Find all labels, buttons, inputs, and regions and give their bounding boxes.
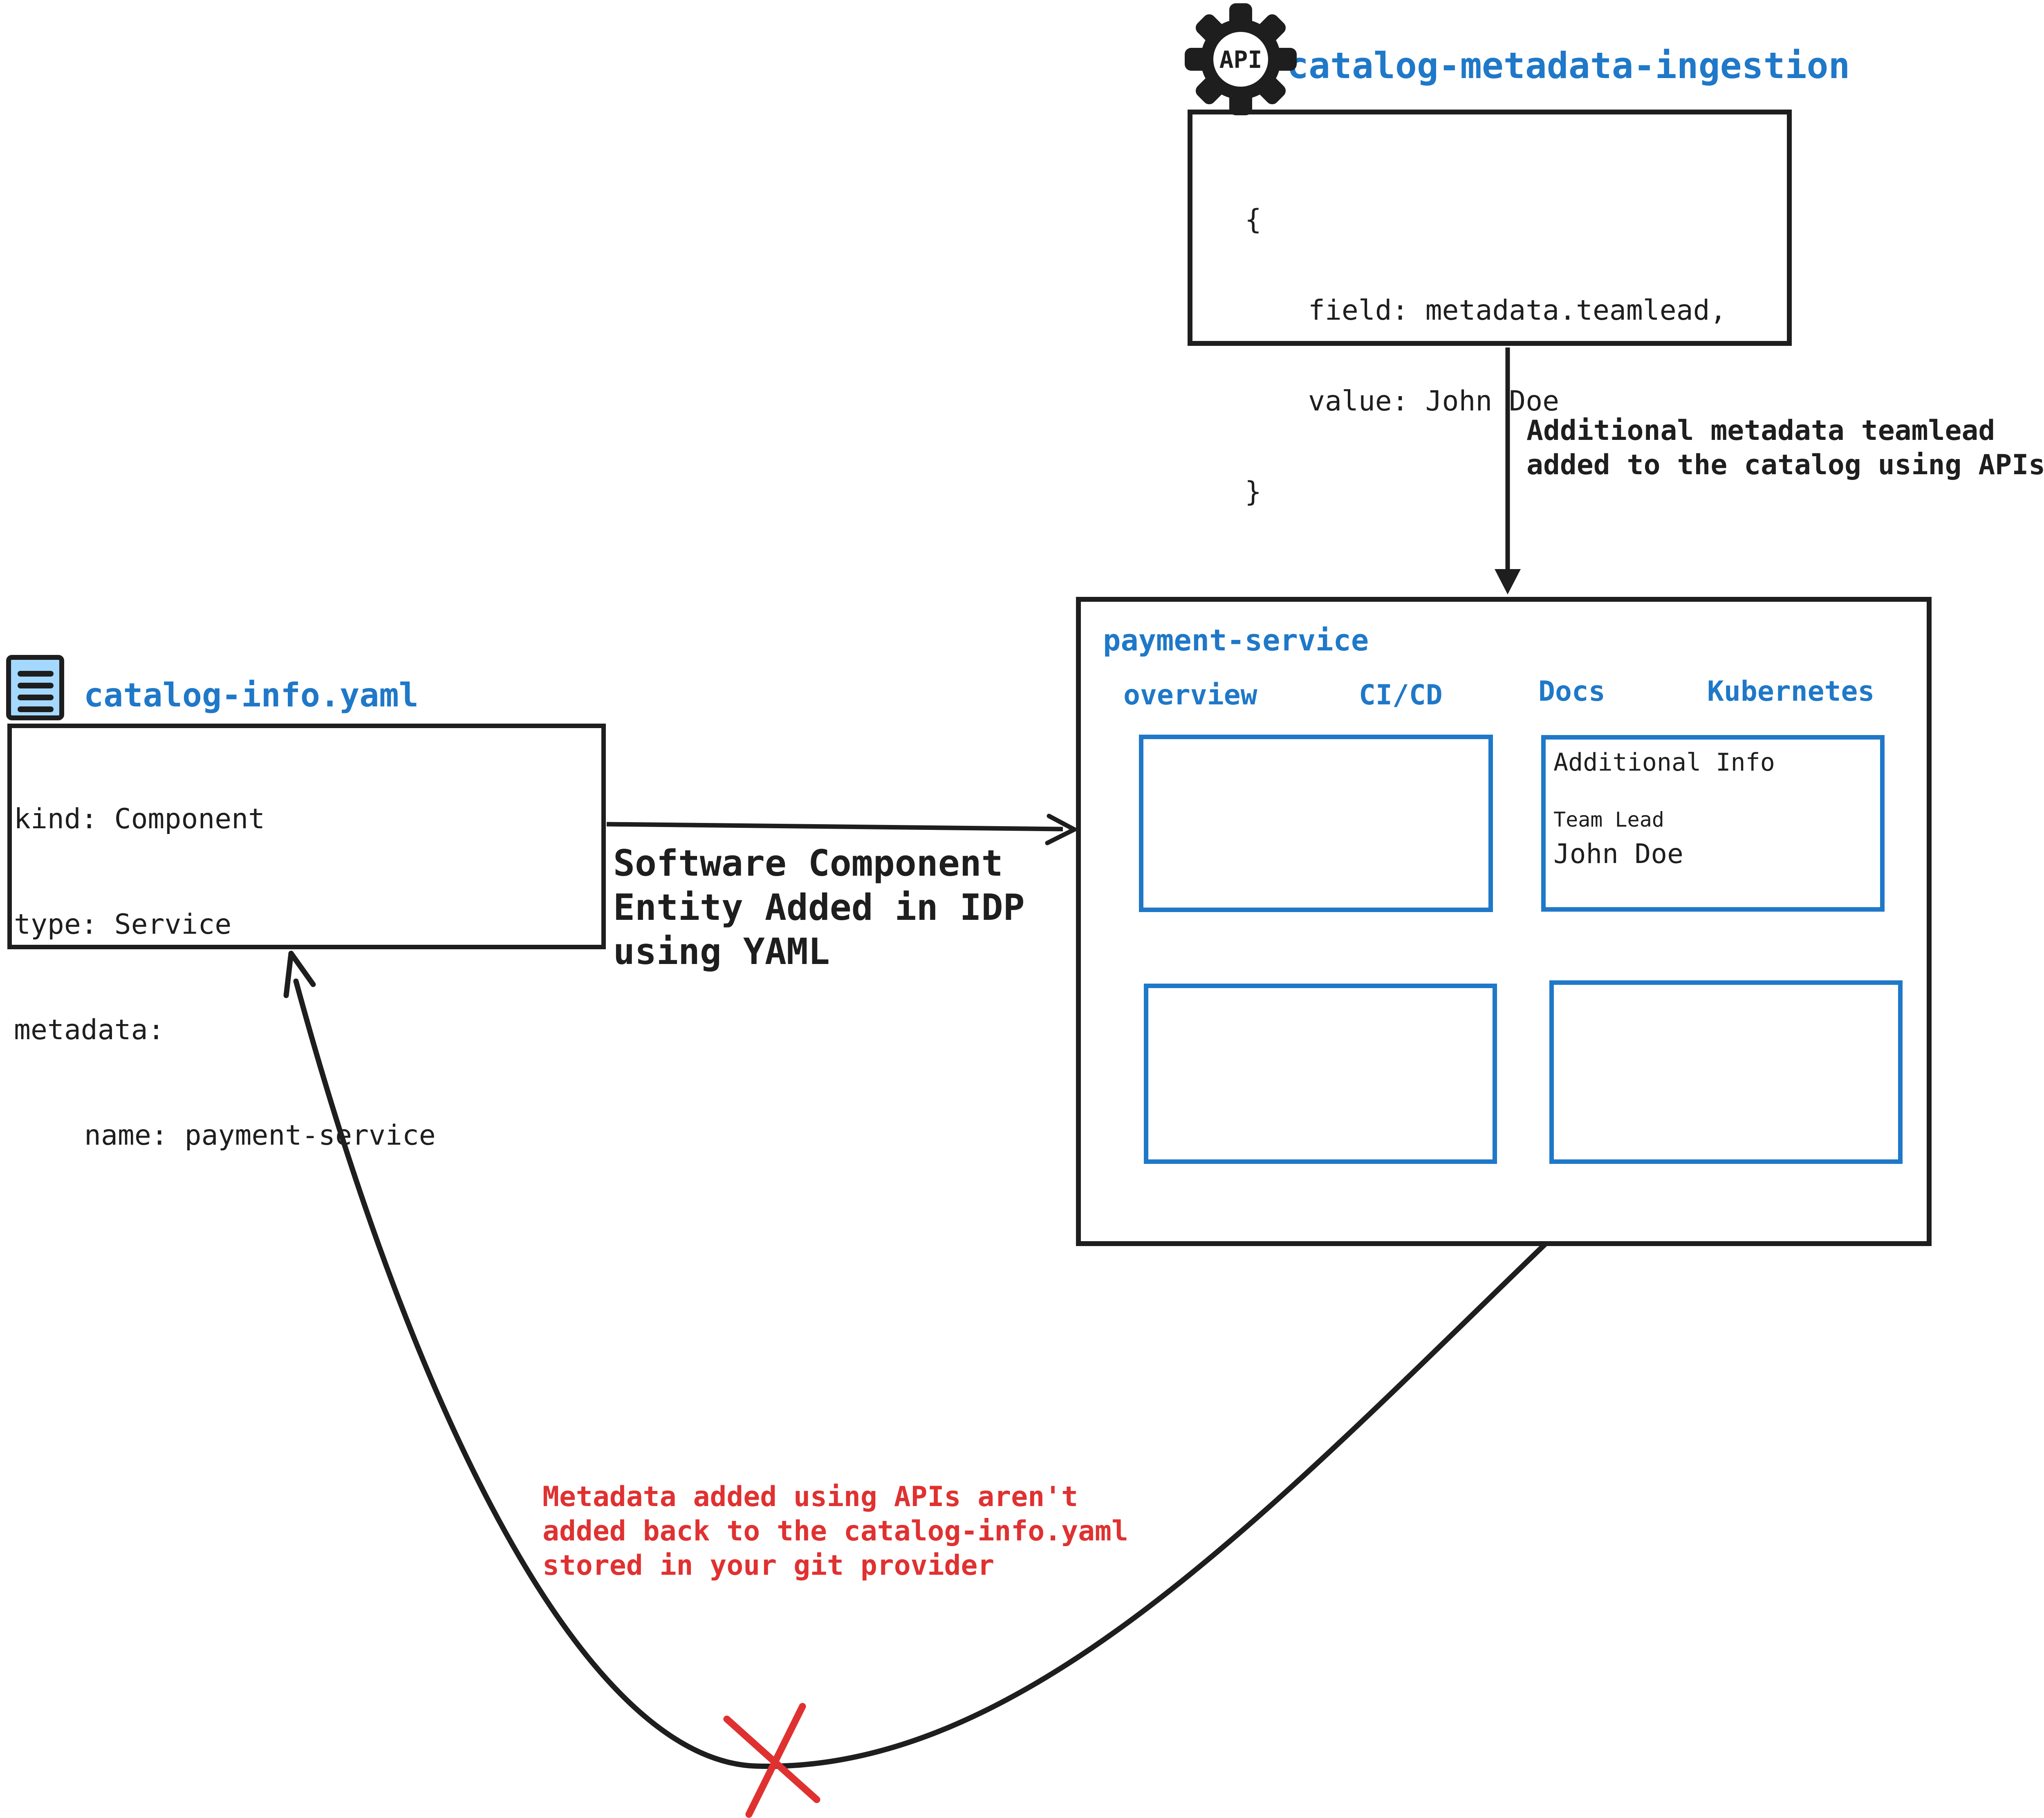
api-arrow-label-line1: Additional metadata teamlead xyxy=(1526,415,1995,447)
api-payload-code: { field: metadata.teamlead, value: John … xyxy=(1245,144,1727,568)
catalog-yaml-code: kind: Component type: Service metadata: … xyxy=(14,731,436,1224)
additional-info-heading: Additional Info xyxy=(1553,748,1775,777)
crossed-out-x-icon xyxy=(723,1703,820,1818)
api-icon-label: API xyxy=(1219,46,1262,74)
team-lead-label: Team Lead xyxy=(1553,808,1664,832)
api-arrow-label-line2: added to the catalog using APIs xyxy=(1526,449,2044,481)
catalog-file-title: catalog-info.yaml xyxy=(84,676,419,714)
yaml-arrow-label: Software Component Entity Added in IDP u… xyxy=(613,841,1025,974)
card-panel-bottom-left xyxy=(1144,984,1497,1164)
card-panel-top-left xyxy=(1139,735,1493,912)
payment-service-card: payment-service overview CI/CD Docs Kube… xyxy=(1076,597,1932,1246)
api-gear-icon: API xyxy=(1185,3,1297,115)
code-line: field: metadata.teamlead, xyxy=(1308,294,1727,327)
tab-kubernetes: Kubernetes xyxy=(1707,675,1875,708)
yaml-line: type: Service xyxy=(14,908,232,941)
feedback-note-line3: stored in your git provider xyxy=(542,1549,995,1582)
feedback-note-line2: added back to the catalog-info.yaml xyxy=(542,1515,1128,1547)
arrow-yaml-to-card xyxy=(606,814,1077,845)
yaml-arrow-label-line1: Software Component xyxy=(613,842,1003,884)
feedback-warning-note: Metadata added using APIs aren't added b… xyxy=(542,1480,1128,1583)
yaml-arrow-label-line2: Entity Added in IDP xyxy=(613,886,1025,928)
tab-overview: overview xyxy=(1123,679,1257,711)
card-panel-bottom-right xyxy=(1549,980,1903,1164)
api-service-title: catalog-metadata-ingestion xyxy=(1287,45,1850,87)
yaml-line: kind: Component xyxy=(14,803,265,835)
feedback-note-line1: Metadata added using APIs aren't xyxy=(542,1481,1078,1513)
card-panel-additional-info: Additional Info Team Lead John Doe xyxy=(1541,735,1885,912)
team-lead-value: John Doe xyxy=(1553,838,1683,870)
yaml-line: metadata: xyxy=(14,1014,165,1046)
yaml-arrow-label-line3: using YAML xyxy=(613,930,830,973)
code-line: value: John Doe xyxy=(1308,385,1560,417)
catalog-yaml-box: kind: Component type: Service metadata: … xyxy=(7,724,606,1152)
tab-cicd: CI/CD xyxy=(1359,679,1443,711)
card-title: payment-service xyxy=(1103,623,1369,657)
yaml-file-icon xyxy=(6,655,64,720)
code-line: { xyxy=(1245,204,1262,236)
api-payload-box: { field: metadata.teamlead, value: John … xyxy=(1188,110,1792,507)
api-arrow-label: Additional metadata teamlead added to th… xyxy=(1526,414,2044,482)
tab-docs: Docs xyxy=(1538,675,1605,708)
yaml-line: name: payment-service xyxy=(84,1119,436,1152)
code-line: } xyxy=(1245,476,1262,508)
